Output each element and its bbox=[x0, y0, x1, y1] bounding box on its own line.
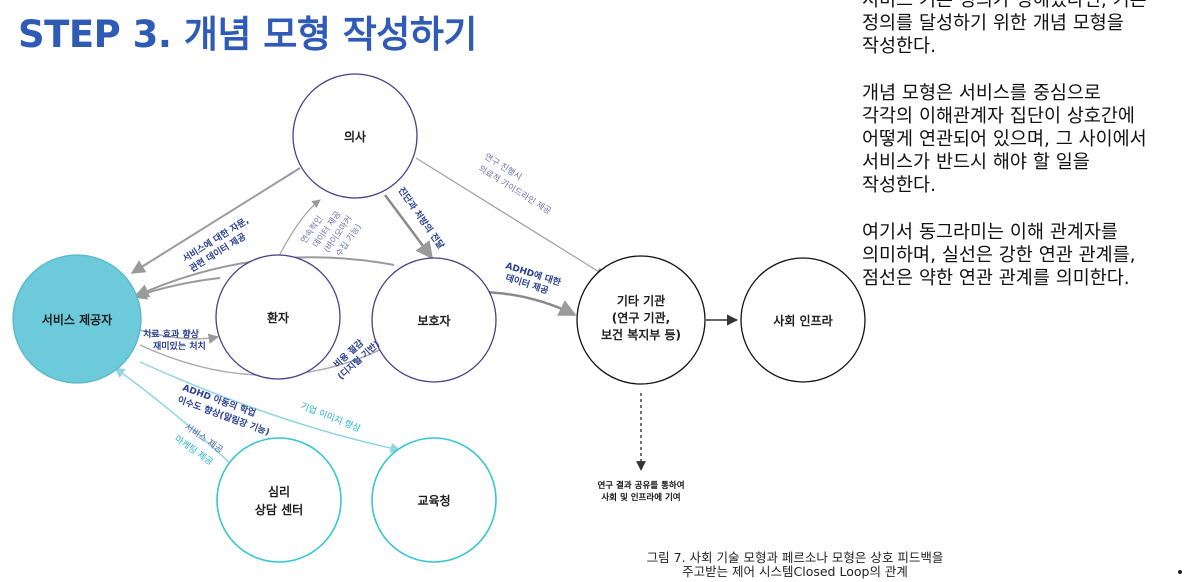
label-counsel-2: 상담 센터 bbox=[255, 502, 303, 517]
edge-label-result-1: 연구 결과 공유를 통하여 bbox=[597, 480, 684, 491]
node-social-infra bbox=[740, 257, 866, 383]
page-title: STEP 3. 개념 모형 작성하기 bbox=[18, 13, 477, 56]
edge-doctor-to-provider bbox=[130, 167, 301, 274]
label-counsel-1: 심리 bbox=[268, 484, 290, 499]
node-counseling-center bbox=[216, 437, 342, 563]
edge-counsel-to-provider bbox=[114, 367, 236, 469]
edge-label-treat-2: 재미있는 처치 bbox=[153, 340, 206, 352]
edge-provider-to-edu bbox=[139, 361, 402, 454]
node-patient bbox=[215, 254, 341, 380]
label-other-3: 보건 복지부 등) bbox=[601, 327, 681, 342]
label-social-infra: 사회 인프라 bbox=[773, 313, 832, 328]
edge-doctor-to-other bbox=[415, 157, 605, 276]
label-other-1: 기타 기관 bbox=[617, 293, 665, 308]
node-guardian bbox=[371, 257, 497, 383]
label-patient: 환자 bbox=[267, 310, 289, 325]
label-service-provider: 서비스 제공자 bbox=[42, 312, 112, 327]
node-doctor bbox=[292, 73, 418, 199]
node-education-office bbox=[371, 437, 497, 563]
edge-label-result-2: 사회 및 인프라에 기여 bbox=[601, 492, 680, 503]
label-other-2: (연구 기관, bbox=[612, 310, 670, 325]
node-service-provider bbox=[12, 254, 142, 384]
description-panel: 서비스 기본 정의가 정해졌다면, 기본 정의를 달성하기 위한 개념 모형을 … bbox=[862, 0, 1182, 313]
figure-caption: 그림 7. 사회 기술 모형과 페르소나 모형은 상호 피드백을 주고받는 제어… bbox=[646, 550, 944, 579]
label-guardian: 보호자 bbox=[417, 313, 450, 328]
label-education-office: 교육청 bbox=[417, 493, 450, 508]
description-paragraph-1: 서비스 기본 정의가 정해졌다면, 기본 정의를 달성하기 위한 개념 모형을 … bbox=[862, 0, 1147, 58]
description-paragraph-3: 여기서 동그라미는 이해 관계자를 의미하며, 실선은 강한 연관 관계를, 점… bbox=[862, 221, 1136, 290]
label-doctor: 의사 bbox=[344, 129, 366, 144]
page-dot bbox=[1178, 570, 1182, 574]
edge-label-treat-1: 치료 효과 향상 bbox=[143, 328, 200, 340]
edge-provider-to-patient bbox=[139, 329, 220, 344]
description-paragraph-2: 개념 모형은 서비스를 중심으로 각각의 이해관계자 집단이 상호간에 어떻게 … bbox=[862, 82, 1147, 197]
edge-patient-to-provider bbox=[132, 277, 221, 300]
edge-label-corp: 기업 이미지 향상 bbox=[299, 400, 363, 435]
node-other-institutions bbox=[576, 255, 706, 385]
edge-patient-to-doctor bbox=[277, 199, 321, 259]
edge-doctor-to-guardian bbox=[383, 194, 434, 260]
